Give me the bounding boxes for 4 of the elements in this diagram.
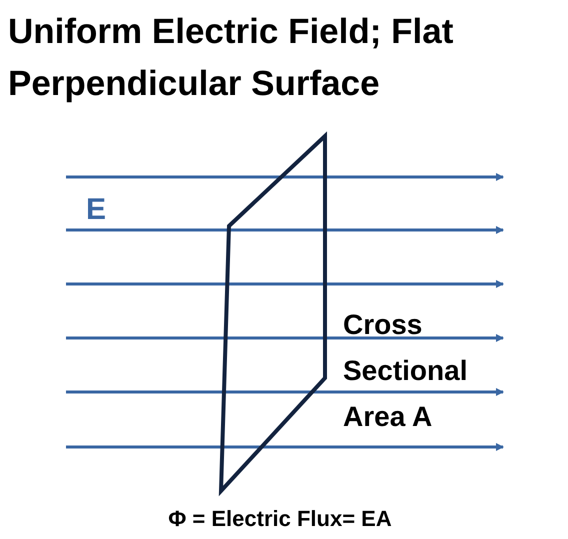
area-label: Cross Sectional Area A [343, 308, 468, 434]
field-symbol-label: E [86, 192, 108, 228]
formula-caption: Φ = Electric Flux= EA [167, 505, 393, 533]
title: Uniform Electric Field; Flat Perpendicular Surface [8, 11, 454, 105]
